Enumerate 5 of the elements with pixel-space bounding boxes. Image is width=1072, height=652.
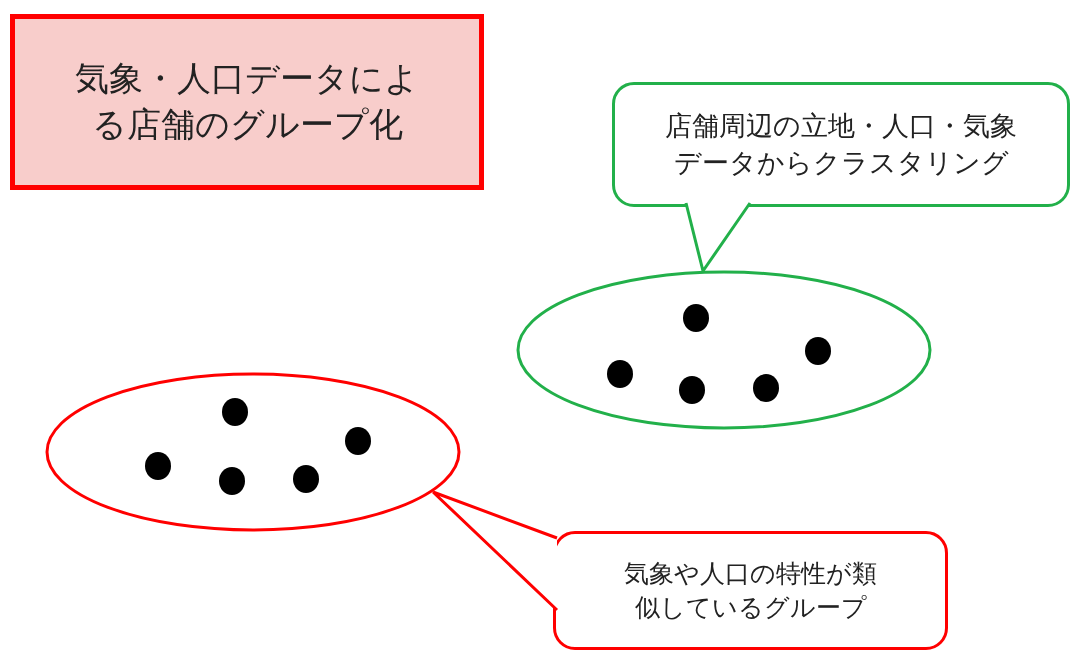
cluster-ellipse — [45, 372, 461, 532]
cluster-ellipse — [516, 270, 932, 430]
title-box: 気象・人口データによる店舗のグループ化 — [10, 14, 484, 190]
callout-tail — [684, 201, 752, 273]
callout-tail — [431, 490, 559, 612]
